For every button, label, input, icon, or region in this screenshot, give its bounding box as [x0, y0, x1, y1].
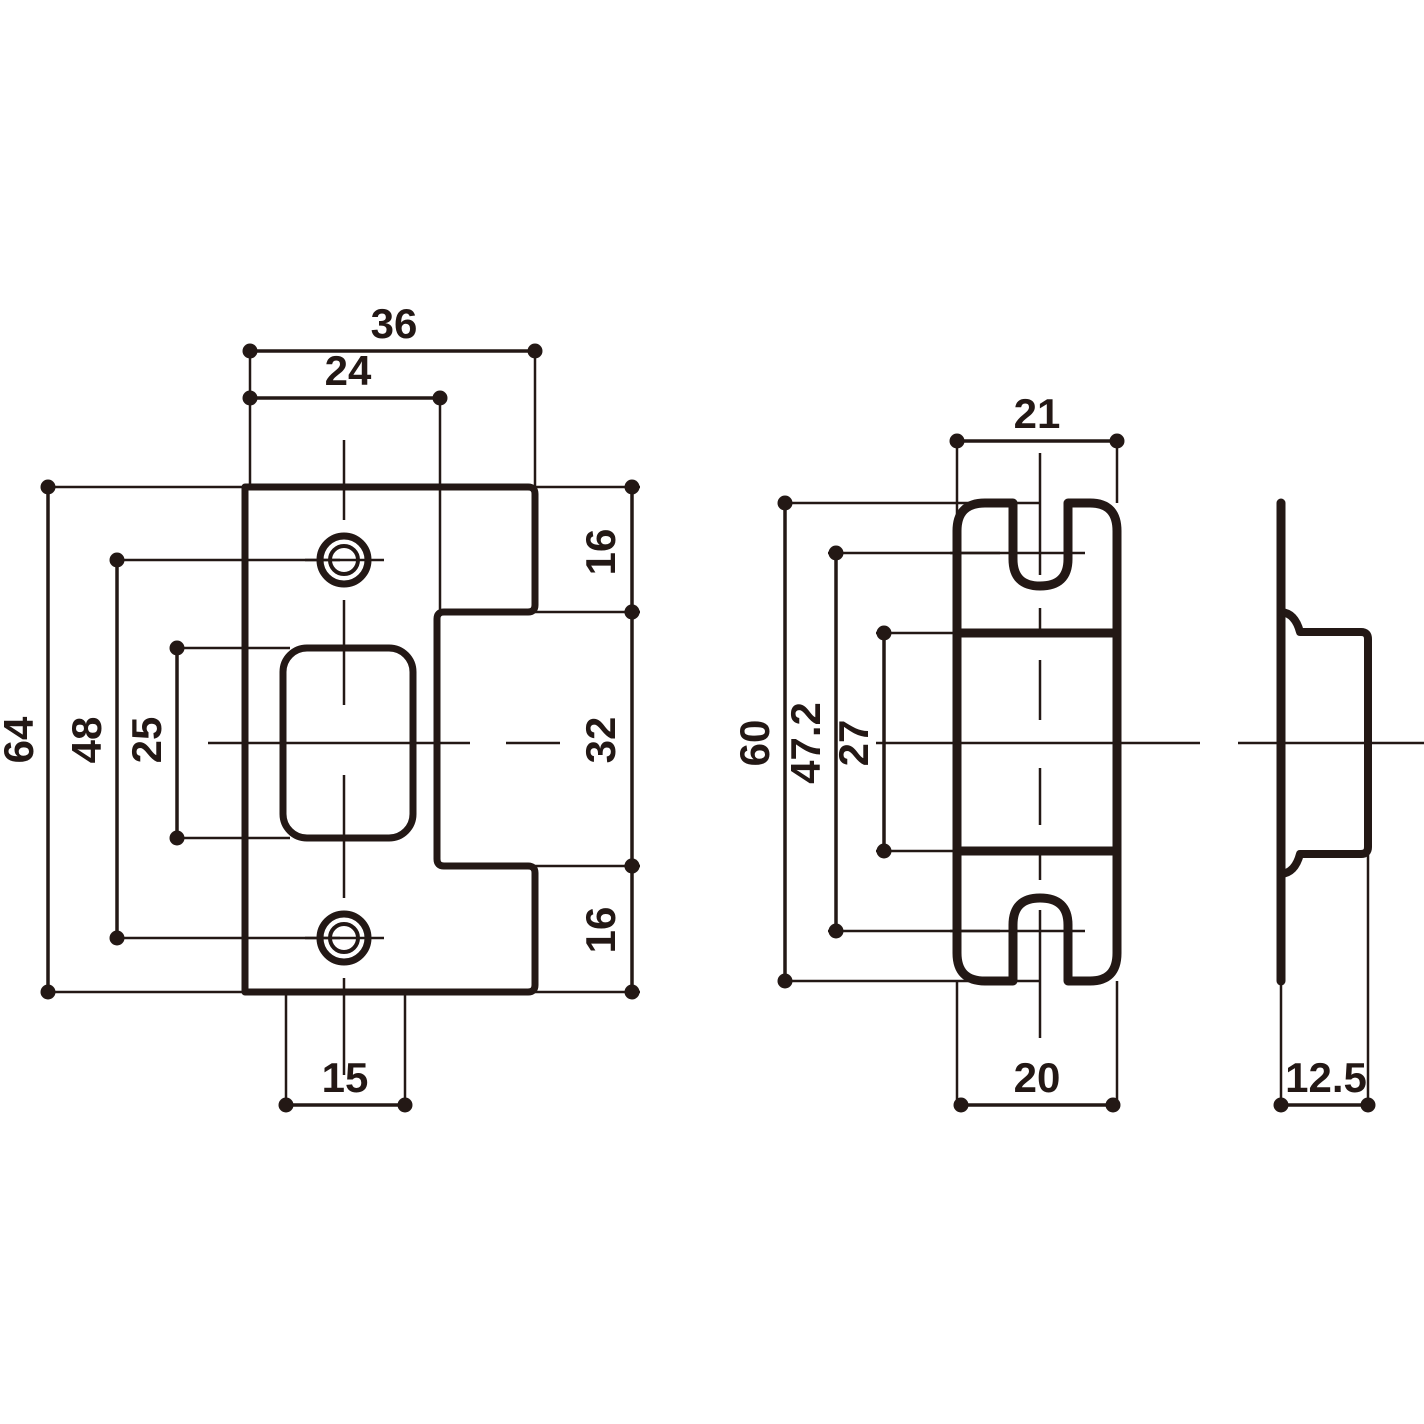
side-view: 12.5 — [1238, 498, 1424, 1113]
front-mid-32-label: 32 — [577, 717, 624, 764]
front-view: 36 24 64 48 — [0, 300, 640, 1113]
front-step-16-bottom: 16 — [577, 858, 640, 1000]
front-width-36-label: 36 — [371, 300, 418, 347]
front-step-16-bottom-label: 16 — [577, 907, 624, 954]
top-width-20-label: 20 — [1014, 1054, 1061, 1101]
top-view-extension-lines — [778, 438, 1119, 1110]
front-step-16-top-label: 16 — [577, 529, 624, 576]
front-height-48-label: 48 — [63, 717, 110, 764]
front-height-25: 25 — [123, 640, 185, 846]
top-height-47-2: 47.2 — [782, 545, 844, 939]
front-view-extension-lines — [42, 345, 640, 1112]
front-height-64: 64 — [0, 479, 56, 1000]
side-depth-12-5: 12.5 — [1273, 1054, 1376, 1113]
top-height-60-label: 60 — [731, 720, 778, 767]
top-height-27: 27 — [830, 625, 892, 859]
top-height-27-label: 27 — [830, 720, 877, 767]
top-width-21-label: 21 — [1014, 390, 1061, 437]
top-height-60: 60 — [731, 495, 793, 989]
front-width-15-label: 15 — [322, 1054, 369, 1101]
front-width-24-label: 24 — [325, 347, 372, 394]
side-depth-12-5-label: 12.5 — [1285, 1054, 1367, 1101]
top-height-47-2-label: 47.2 — [782, 702, 829, 784]
front-view-centre-lines — [208, 440, 560, 1075]
front-mid-32: 32 — [577, 604, 640, 874]
top-width-20: 20 — [953, 1054, 1121, 1113]
top-view: 21 60 47.2 27 — [731, 390, 1200, 1113]
front-width-24: 24 — [242, 347, 448, 406]
top-view-outline — [952, 498, 1122, 986]
front-view-outline — [241, 483, 539, 996]
front-step-16-top: 16 — [577, 479, 640, 620]
top-view-centre-lines — [876, 453, 1200, 1038]
front-width-15: 15 — [278, 1054, 413, 1113]
side-view-extension-lines — [1279, 854, 1370, 1112]
front-width-36: 36 — [242, 300, 543, 359]
front-height-64-label: 64 — [0, 716, 42, 763]
front-height-48: 48 — [63, 552, 125, 946]
front-height-25-label: 25 — [123, 717, 170, 764]
top-width-21: 21 — [949, 390, 1125, 449]
